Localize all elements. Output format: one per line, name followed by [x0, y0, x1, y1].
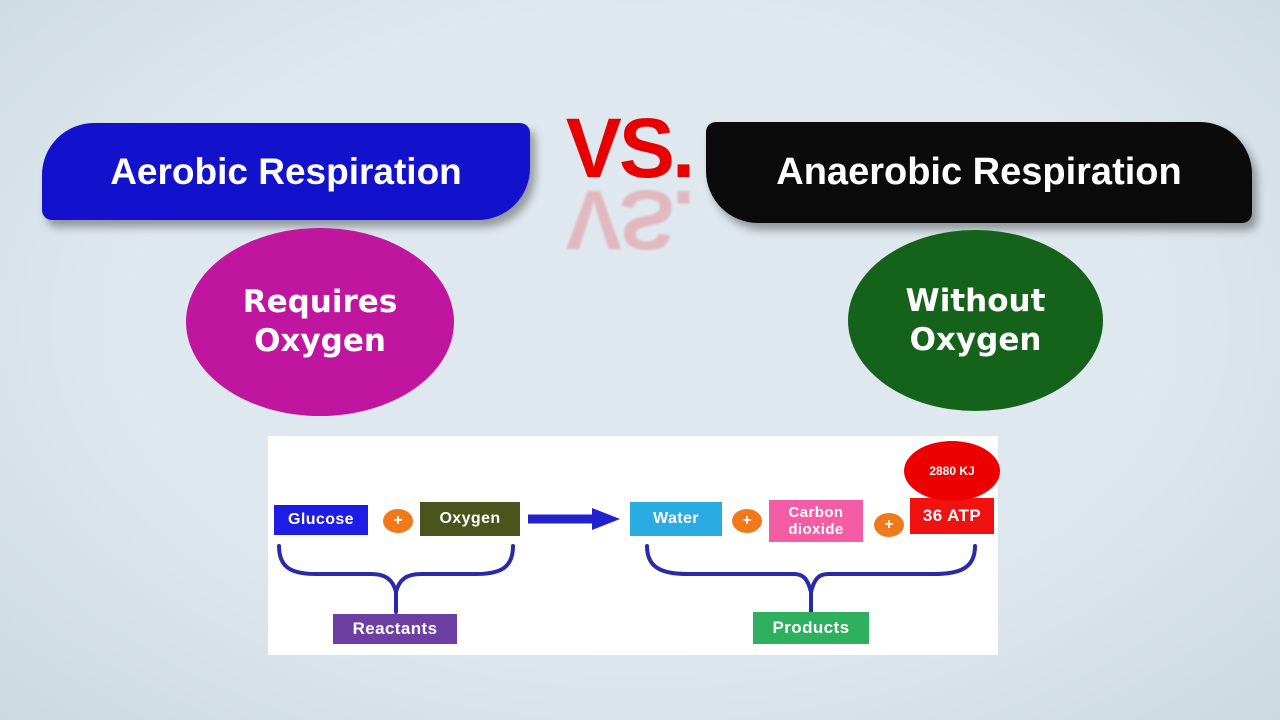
reactants-brace-icon [277, 544, 515, 614]
oxygen-box: Oxygen [420, 502, 520, 536]
products-brace-icon [645, 544, 977, 614]
vs-label: VS. [565, 101, 695, 195]
reactants-label: Reactants [333, 614, 457, 644]
energy-badge: 2880 KJ [904, 441, 1000, 501]
aerobic-title-banner: Aerobic Respiration [42, 123, 530, 220]
vs-divider: VS. VS. [543, 101, 715, 267]
anaerobic-title: Anaerobic Respiration [776, 151, 1182, 193]
water-box: Water [630, 502, 722, 536]
without-oxygen-text: Without Oxygen [905, 282, 1046, 358]
products-label: Products [753, 612, 869, 644]
glucose-box: Glucose [274, 505, 368, 535]
requires-oxygen-text: Requires Oxygen [242, 284, 398, 359]
anaerobic-title-banner: Anaerobic Respiration [706, 122, 1252, 223]
requires-oxygen-bubble: Requires Oxygen [186, 228, 454, 416]
aerobic-title: Aerobic Respiration [110, 150, 462, 192]
equation-panel: Glucose + Oxygen Water + Carbon dioxide … [268, 436, 1000, 655]
reaction-arrow-icon [528, 508, 620, 530]
atp-box: 36 ATP [910, 498, 994, 534]
vs-reflection: VS. [565, 172, 693, 267]
carbon-dioxide-box: Carbon dioxide [769, 500, 863, 542]
plus-icon: + [874, 513, 904, 537]
without-oxygen-bubble: Without Oxygen [848, 230, 1103, 411]
plus-icon: + [732, 509, 762, 533]
plus-icon: + [383, 509, 413, 533]
